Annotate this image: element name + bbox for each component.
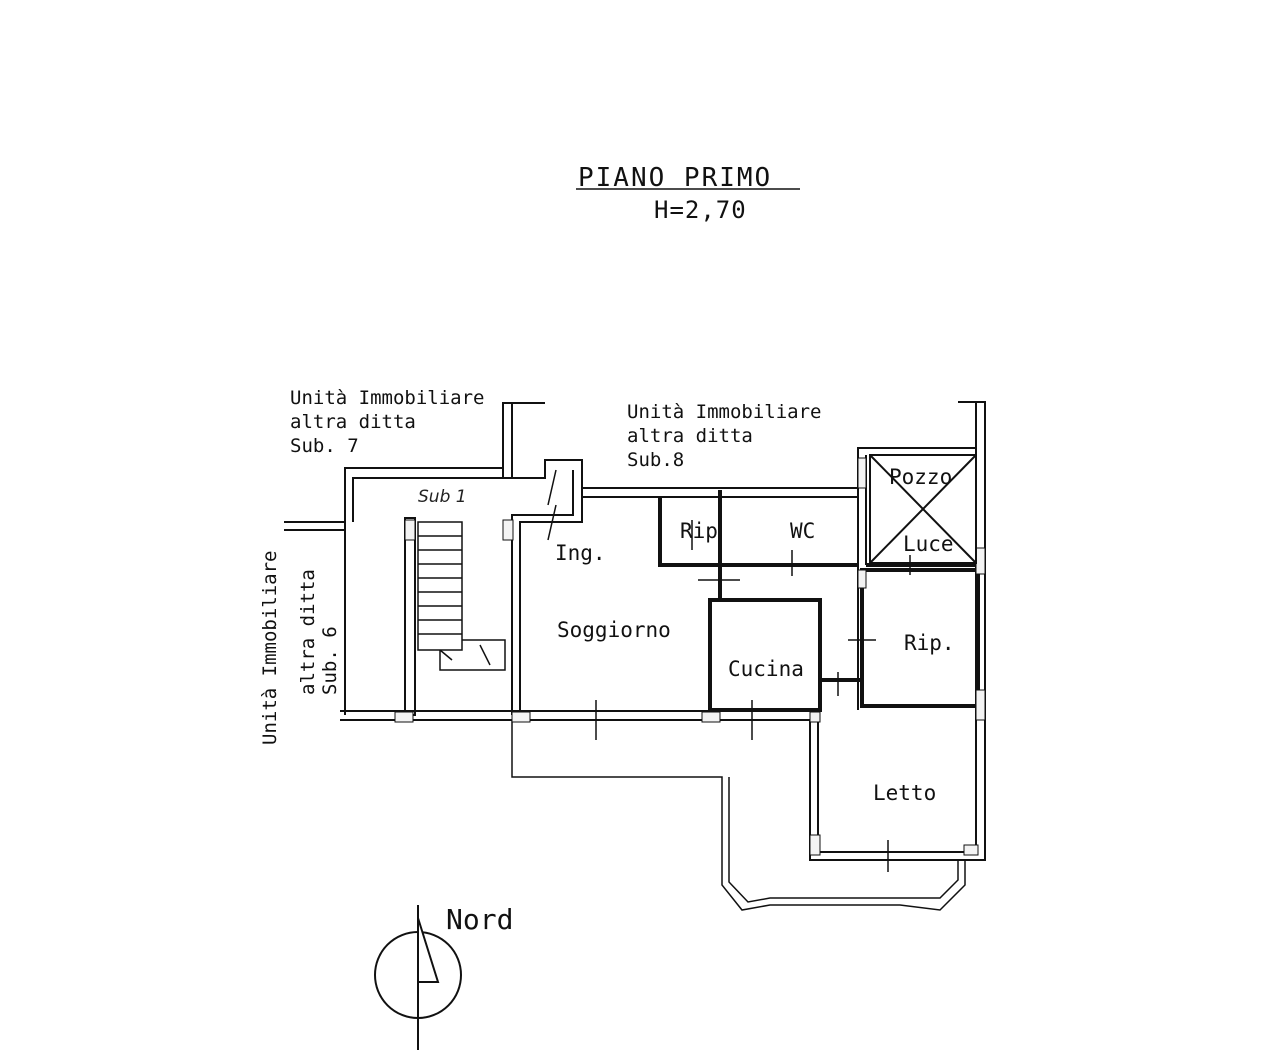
svg-text:Sub.8: Sub.8 <box>627 449 684 471</box>
north-arrow-icon <box>374 905 462 1050</box>
svg-text:altra ditta: altra ditta <box>627 425 753 447</box>
neighbour-sub7-label: Unità Immobiliare altra ditta Sub. 7 <box>290 387 484 457</box>
svg-text:Unità Immobiliare: Unità Immobiliare <box>627 401 821 423</box>
north-label: Nord <box>446 903 513 936</box>
height-label: H=2,70 <box>654 196 747 224</box>
cucina-label: Cucina <box>728 657 804 681</box>
svg-text:Unità Immobiliare: Unità Immobiliare <box>259 551 281 745</box>
luce-label: Luce <box>903 532 954 556</box>
rip-small-label: Rip <box>680 519 718 543</box>
svg-text:Unità Immobiliare: Unità Immobiliare <box>290 387 484 409</box>
svg-text:altra ditta: altra ditta <box>297 569 319 695</box>
svg-text:Sub. 6: Sub. 6 <box>319 626 341 695</box>
ingresso-label: Ing. <box>555 541 606 565</box>
plan-title: PIANO PRIMO <box>578 163 772 193</box>
soggiorno-label: Soggiorno <box>557 618 671 642</box>
rip-label: Rip. <box>904 631 955 655</box>
wc-label: WC <box>790 519 815 543</box>
neighbour-sub8-label: Unità Immobiliare altra ditta Sub.8 <box>627 401 821 471</box>
svg-text:altra ditta: altra ditta <box>290 411 416 433</box>
walls <box>284 401 986 911</box>
door-marks <box>547 469 911 872</box>
sub1-label: Sub 1 <box>418 487 467 507</box>
neighbour-sub6-label: Unità Immobiliare altra ditta Sub. 6 <box>259 551 341 745</box>
letto-label: Letto <box>873 781 936 805</box>
light-well <box>869 454 977 564</box>
structural-columns <box>394 457 986 856</box>
staircase <box>417 521 506 671</box>
pozzo-label: Pozzo <box>889 465 952 489</box>
svg-text:Sub. 7: Sub. 7 <box>290 435 359 457</box>
